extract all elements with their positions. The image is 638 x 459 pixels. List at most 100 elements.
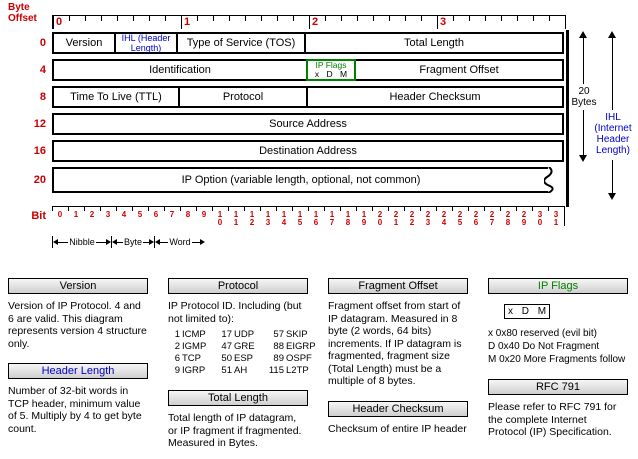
protocol-cell: 17 xyxy=(221,329,232,340)
ihl-arrow-line xyxy=(612,160,613,193)
protocol-cell: AH xyxy=(234,365,248,376)
table-right-edge xyxy=(566,30,569,207)
protocol-cell: 47 xyxy=(221,341,232,352)
protocol-cell: 50 xyxy=(221,353,232,364)
bit-number: 1 xyxy=(73,210,79,219)
bit-number: 2 0 xyxy=(377,210,383,227)
protocol-cell: ESP xyxy=(234,353,254,364)
ip-flags-lines: x 0x80 reserved (evil bit)D 0x40 Do Not … xyxy=(488,327,628,366)
bit-number: 1 2 xyxy=(249,210,255,227)
protocol-cell: SKIP xyxy=(286,329,308,340)
ip-flag-line: x 0x80 reserved (evil bit) xyxy=(488,328,597,339)
protocol-cell: ICMP xyxy=(182,329,206,340)
protocol-cell: 57 xyxy=(273,329,284,340)
version-note-body: Version of IP Protocol. 4 and 6 are vali… xyxy=(8,300,147,350)
protocol-cell: 2 xyxy=(174,341,180,352)
byte-ruler: 0 1 2 3 xyxy=(52,15,566,29)
nibble-label: Nibble xyxy=(69,237,95,247)
ihl-arrow-line xyxy=(612,37,613,110)
bit-number: 1 3 xyxy=(265,210,271,227)
bit-number: 3 1 xyxy=(553,210,559,227)
protocol-cell: UDP xyxy=(234,329,255,340)
scale-line xyxy=(117,241,123,243)
arrow-right-icon xyxy=(200,239,205,245)
word-span: Word xyxy=(154,236,205,248)
arrow-left-icon xyxy=(112,239,117,245)
header-row-0: Version IHL (Header Length) Type of Serv… xyxy=(52,32,564,54)
protocol-cell: 115 xyxy=(268,365,284,376)
total-bytes-label: 20 Bytes xyxy=(571,86,597,108)
protocol-cell: IGRP xyxy=(182,365,206,376)
byte-number: 0 xyxy=(56,16,63,28)
protocol-cell: IGMP xyxy=(182,341,207,352)
protocol-cell: OSPF xyxy=(286,353,312,364)
bit-number: 2 2 xyxy=(409,210,415,227)
protocol-cell: EIGRP xyxy=(286,341,316,352)
arrow-down-icon xyxy=(608,193,616,200)
header-length-note-body: Number of 32-bit words in TCP header, mi… xyxy=(8,385,142,435)
byte-number: 1 xyxy=(184,16,191,28)
field-source-address: Source Address xyxy=(52,113,564,135)
notes-column-4: IP Flags x D M x 0x80 reserved (evil bit… xyxy=(488,278,628,450)
field-identification: Identification xyxy=(52,59,308,81)
field-ihl: IHL (Header Length) xyxy=(114,32,178,54)
protocol-note-intro: IP Protocol ID. Including (but not limit… xyxy=(168,300,302,325)
bit-number: 2 4 xyxy=(441,210,447,227)
scale-row: Nibble Byte Word xyxy=(52,236,205,248)
offset-8: 8 xyxy=(39,91,46,103)
header-checksum-note-title: Header Checksum xyxy=(328,400,468,417)
scale-line xyxy=(191,241,200,243)
bit-number: 1 4 xyxy=(281,210,287,227)
bytes-arrow-line xyxy=(583,37,584,84)
ip-flags-bits: x D M xyxy=(314,69,348,79)
bit-number: 4 xyxy=(121,210,127,219)
notes-column-1: Version Version of IP Protocol. 4 and 6 … xyxy=(8,278,148,450)
field-fragment-offset: Fragment Offset xyxy=(354,59,564,81)
bit-number: 2 1 xyxy=(393,210,399,227)
byte-label: Byte xyxy=(124,237,143,247)
field-destination-address: Destination Address xyxy=(52,140,564,162)
offset-12: 12 xyxy=(33,118,46,130)
byte-number: 2 xyxy=(312,16,319,28)
bit-number: 2 xyxy=(89,210,95,219)
protocol-cell: L2TP xyxy=(286,365,309,376)
header-row-8: Time To Live (TTL) Protocol Header Check… xyxy=(52,86,564,108)
offset-0: 0 xyxy=(39,37,46,49)
total-length-note-body: Total length of IP datagram, or IP fragm… xyxy=(168,412,302,449)
bit-number: 1 1 xyxy=(233,210,239,227)
protocol-cell: 88 xyxy=(273,341,284,352)
ip-flag-line: M 0x20 More Fragments follow xyxy=(488,354,626,365)
arrow-right-icon xyxy=(106,239,112,245)
protocol-cell: 51 xyxy=(221,365,232,376)
field-tos: Type of Service (TOS) xyxy=(176,32,306,54)
field-ttl: Time To Live (TTL) xyxy=(52,86,180,108)
arrow-left-icon xyxy=(53,239,58,245)
protocol-cell: TCP xyxy=(182,353,201,364)
header-row-4: Identification IP Flags x D M Fragment O… xyxy=(52,59,564,81)
bit-number: 0 xyxy=(57,210,63,219)
bit-number: 2 5 xyxy=(457,210,463,227)
offset-16: 16 xyxy=(33,145,46,157)
protocol-cell: 9 xyxy=(174,365,180,376)
field-total-length: Total Length xyxy=(304,32,564,54)
bit-number: 3 0 xyxy=(537,210,543,227)
field-ip-option: IP Option (variable length, optional, no… xyxy=(52,167,548,193)
word-label: Word xyxy=(169,237,191,247)
ihl-note-label: IHL (Internet Header Length) xyxy=(594,112,632,156)
header-row-16: Destination Address xyxy=(52,140,564,162)
byte-number: 3 xyxy=(440,16,447,28)
bit-number: 1 8 xyxy=(345,210,351,227)
scale-line xyxy=(160,241,169,243)
bit-number: 9 xyxy=(201,210,207,219)
offset-20: 20 xyxy=(33,174,46,186)
total-length-note-title: Total Length xyxy=(168,390,308,406)
bit-number: 1 6 xyxy=(313,210,319,227)
field-ip-flags: IP Flags x D M xyxy=(306,59,356,81)
bit-number: 5 xyxy=(137,210,143,219)
arrow-left-icon xyxy=(155,239,160,245)
bit-number: 3 xyxy=(105,210,111,219)
version-note-title: Version xyxy=(8,278,148,294)
